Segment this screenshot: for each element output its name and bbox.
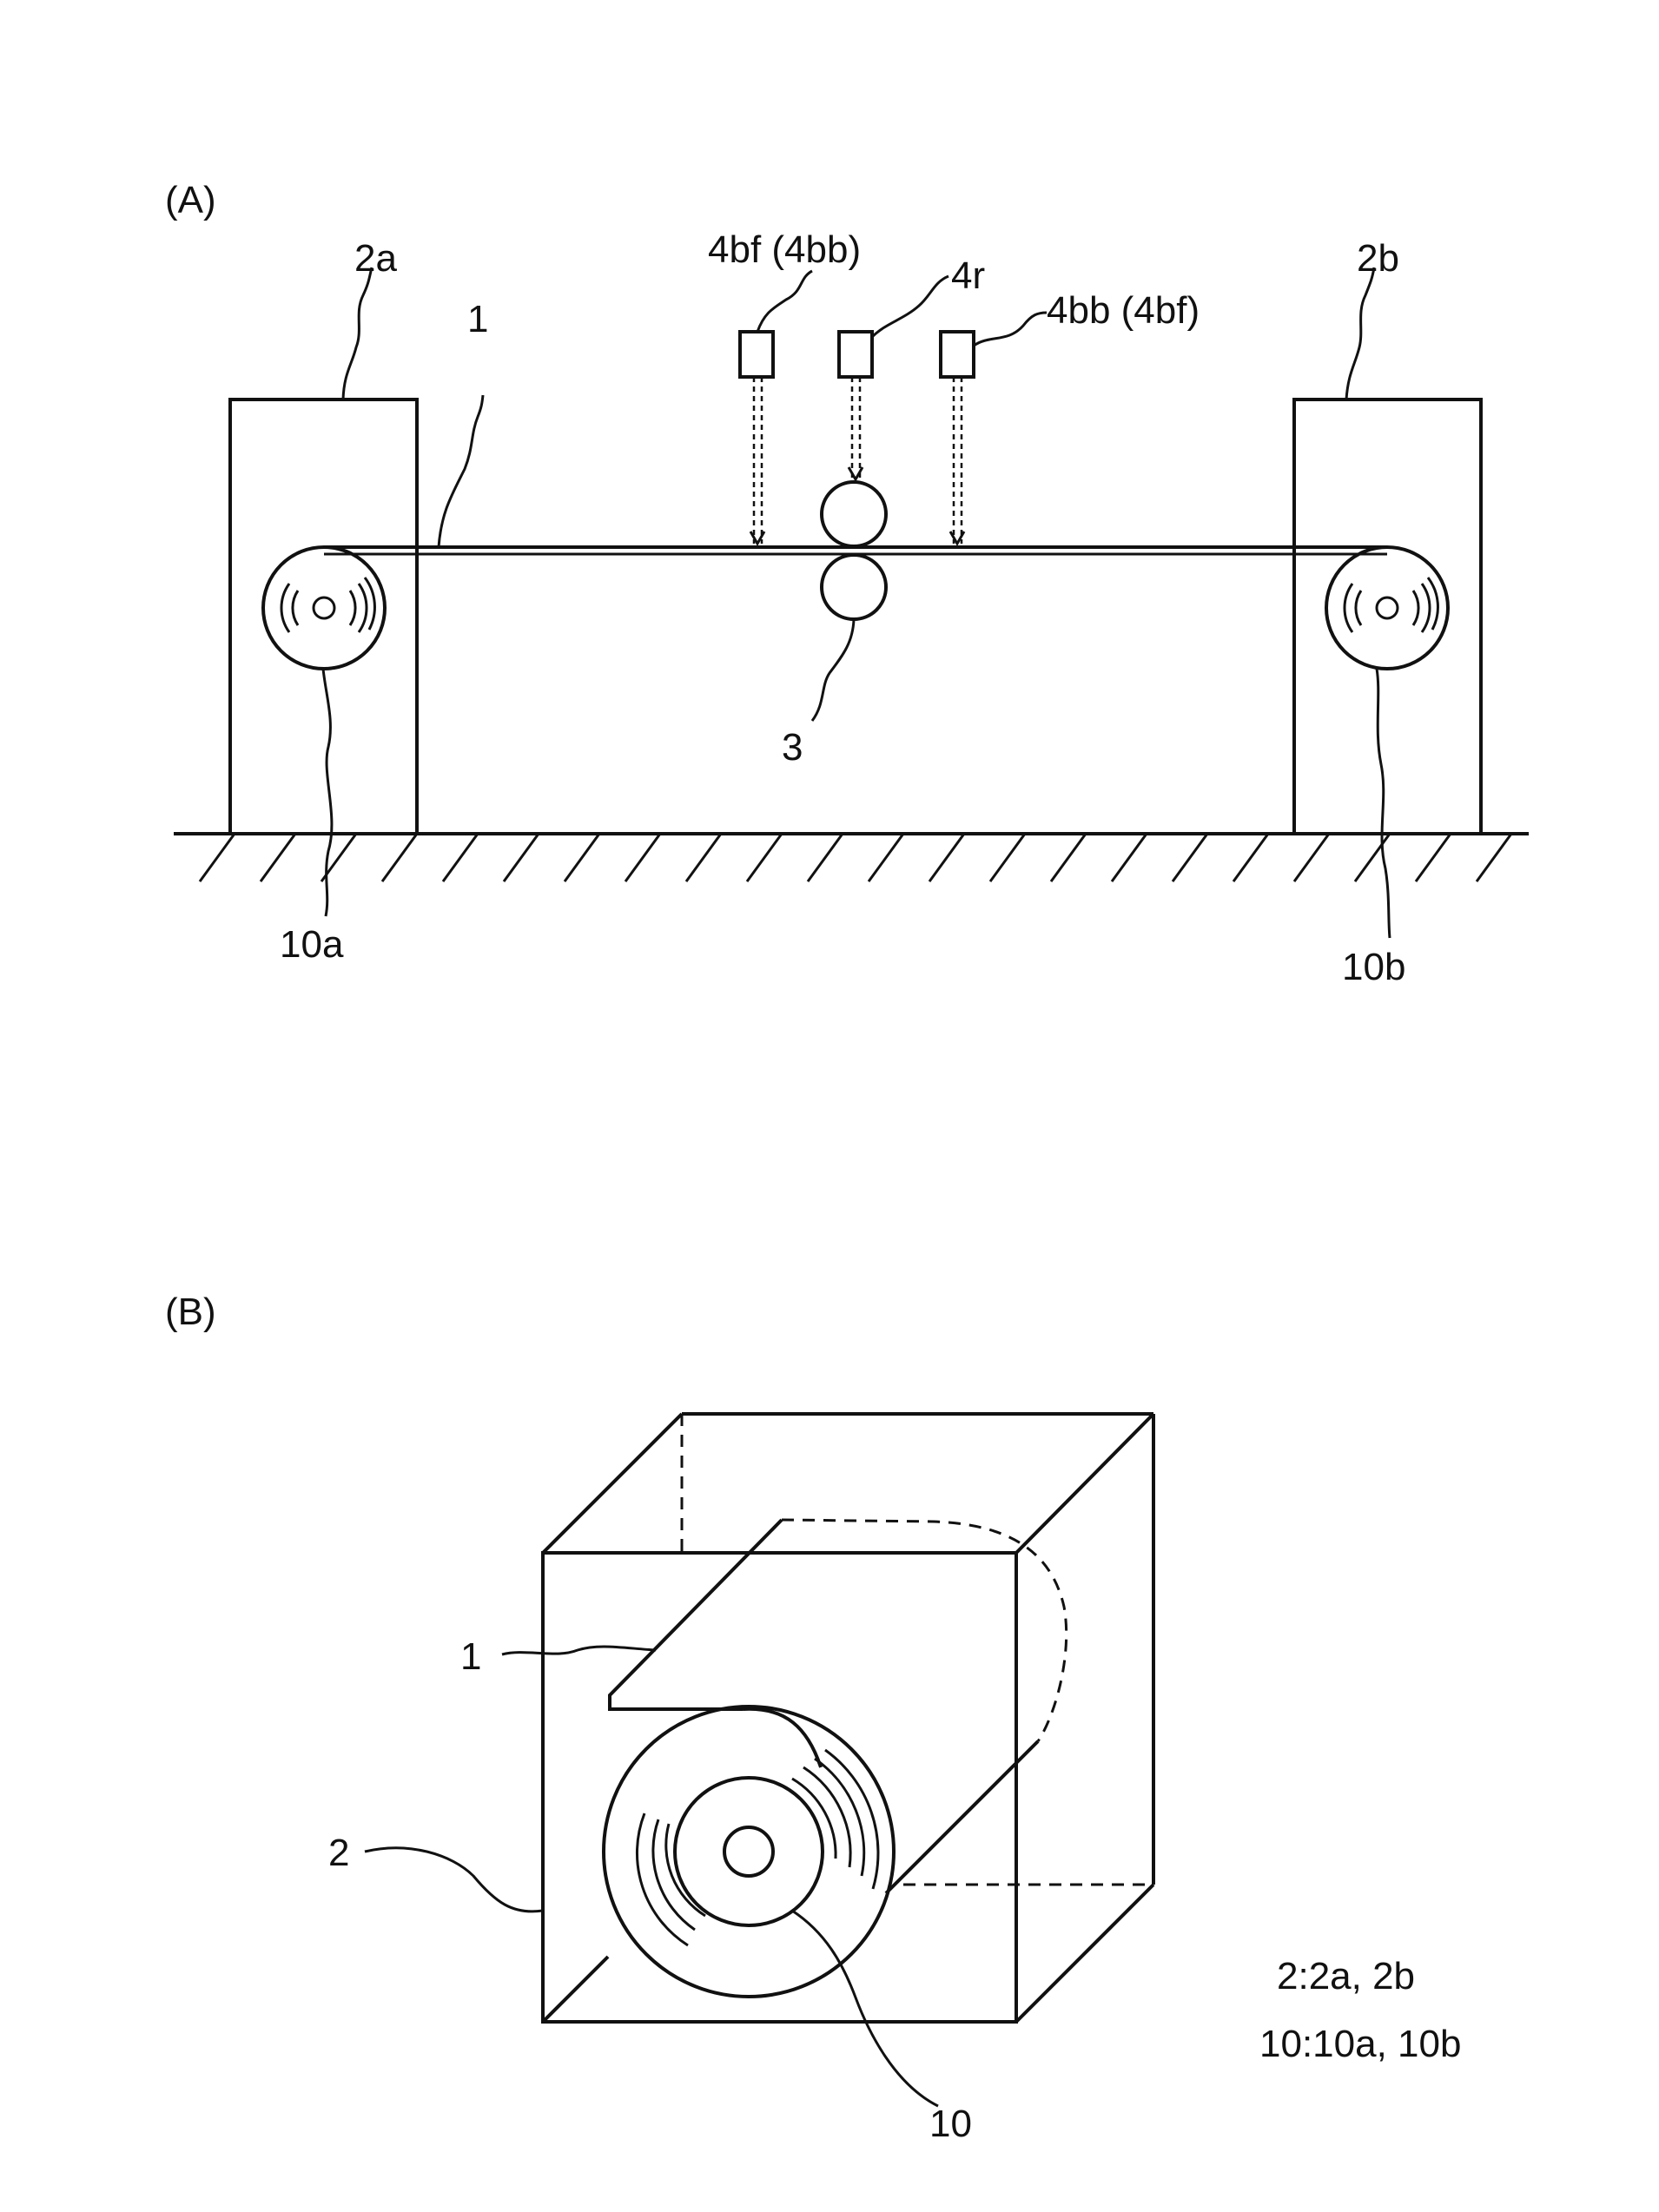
roller-lower [822,555,886,619]
leader-4bb [974,313,1047,346]
leader-4bf [757,271,812,332]
leader-1-b [502,1647,656,1654]
sensor-4bf [740,332,773,377]
label-10: 10 [929,2103,972,2145]
roller-upper [822,482,886,546]
label-1: 1 [467,298,488,340]
leader-2b [1346,267,1374,399]
sensor-4bb [941,332,974,377]
ground-hatching [200,834,1511,881]
label-3: 3 [782,726,803,769]
roll-10a [263,547,385,669]
label-10b: 10b [1342,946,1405,988]
label-2b: 2b [1357,237,1399,280]
leader-2 [365,1848,543,1912]
sheet-1 [324,547,1387,554]
sheet-1-b-curl [743,1709,821,1767]
label-2a: 2a [354,237,397,280]
roll-10 [604,1707,894,1997]
label-4bf: 4bf (4bb) [708,228,861,271]
label-10a: 10a [280,923,344,966]
label-2: 2 [328,1832,349,1874]
leader-4r [872,276,948,337]
panel-a-label: (A) [165,179,216,221]
leader-2a [343,267,372,399]
leader-10b [1377,669,1390,938]
sensor-beams [750,377,964,544]
frame-2b [1294,399,1481,834]
panel-b: (B) [165,1291,1461,2145]
legend-line-1: 2:2a, 2b [1277,1955,1415,1997]
leader-1 [439,395,483,547]
legend-line-2: 10:10a, 10b [1259,2023,1461,2065]
sheet-1-b [610,1520,782,1709]
leader-3 [812,619,854,721]
roll-10b [1326,547,1448,669]
panel-b-label: (B) [165,1291,216,1333]
panel-a: (A) [165,179,1529,988]
label-4r: 4r [951,254,985,297]
label-1-b: 1 [460,1635,481,1678]
sensor-4r [839,332,872,377]
housing-2 [543,1414,1153,2022]
label-4bb: 4bb (4bf) [1047,289,1200,332]
frame-2a [230,399,417,834]
